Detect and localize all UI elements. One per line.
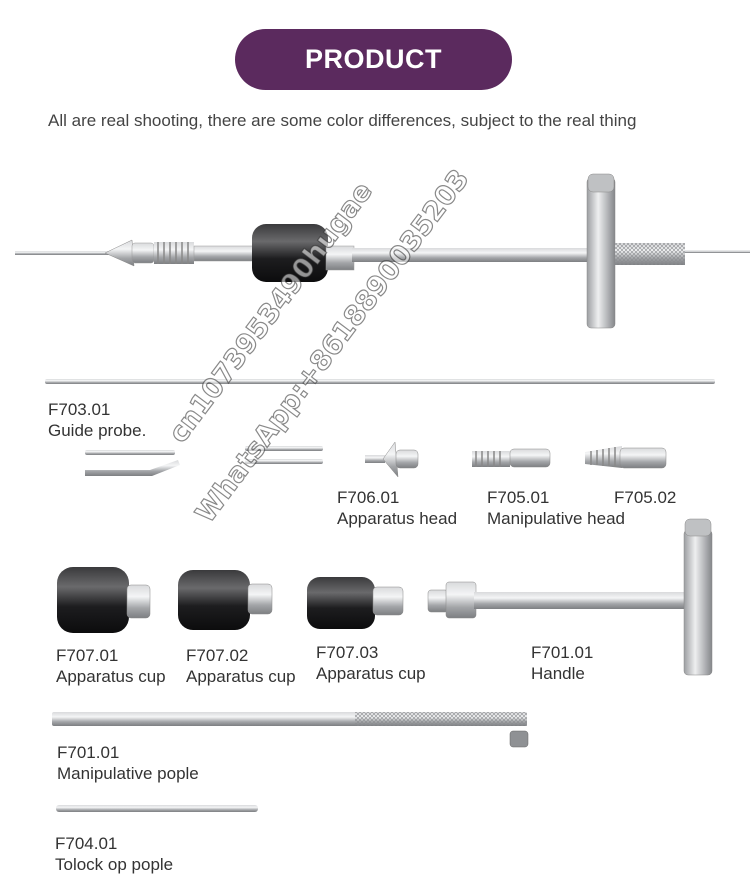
part-label-apparatus-cup-3: F707.03 Apparatus cup	[316, 642, 426, 684]
part-label-tolock-op-pople: F704.01 Tolock op pople	[55, 833, 173, 875]
part-label-manipulative-head-2: F705.02	[614, 487, 676, 508]
manipulative-head-illustration-1	[472, 448, 551, 468]
part-label-apparatus-cup-1: F707.01 Apparatus cup	[56, 645, 166, 687]
apparatus-cup-illustration-1	[57, 567, 151, 633]
part-label-manipulative-pople: F701.01 Manipulative pople	[57, 742, 199, 784]
part-name: Apparatus cup	[186, 667, 296, 686]
part-code: F705.02	[614, 488, 677, 507]
handle-illustration	[427, 518, 713, 676]
part-name: Apparatus head	[337, 509, 458, 528]
part-code: F707.03	[316, 643, 379, 662]
part-label-apparatus-head: F706.01 Apparatus head	[337, 487, 457, 529]
part-name: Guide probe.	[48, 421, 147, 440]
part-name: Tolock op pople	[55, 855, 174, 874]
color-disclaimer: All are real shooting, there are some co…	[48, 111, 637, 130]
part-name: Apparatus cup	[316, 664, 426, 683]
apparatus-cup-illustration-3	[307, 577, 404, 629]
part-label-guide-probe: F703.01 Guide probe.	[48, 399, 146, 441]
part-code: F707.02	[186, 646, 249, 665]
manipulative-head-illustration-2	[585, 446, 667, 469]
part-code: F706.01	[337, 488, 400, 507]
part-name: Handle	[531, 664, 585, 683]
guide-probe-rod	[45, 379, 715, 384]
tolock-op-pople-illustration	[56, 805, 258, 812]
part-name: Manipulative head	[487, 509, 625, 528]
part-label-handle: F701.01 Handle	[531, 642, 593, 684]
guide-probe-pins	[85, 446, 323, 476]
part-code: F704.01	[55, 834, 118, 853]
part-code: F705.01	[487, 488, 550, 507]
part-label-manipulative-head: F705.01 Manipulative head	[487, 487, 625, 529]
part-code: F701.01	[57, 743, 120, 762]
assembled-instrument	[15, 173, 750, 329]
part-code: F703.01	[48, 400, 111, 419]
manipulative-pople-illustration	[52, 712, 529, 748]
part-name: Apparatus cup	[56, 667, 166, 686]
apparatus-head-illustration	[365, 441, 419, 478]
part-code: F701.01	[531, 643, 594, 662]
part-label-apparatus-cup-2: F707.02 Apparatus cup	[186, 645, 296, 687]
apparatus-cup-illustration-2	[178, 570, 273, 630]
part-code: F707.01	[56, 646, 119, 665]
product-banner: PRODUCT	[235, 29, 512, 90]
part-name: Manipulative pople	[57, 764, 199, 783]
